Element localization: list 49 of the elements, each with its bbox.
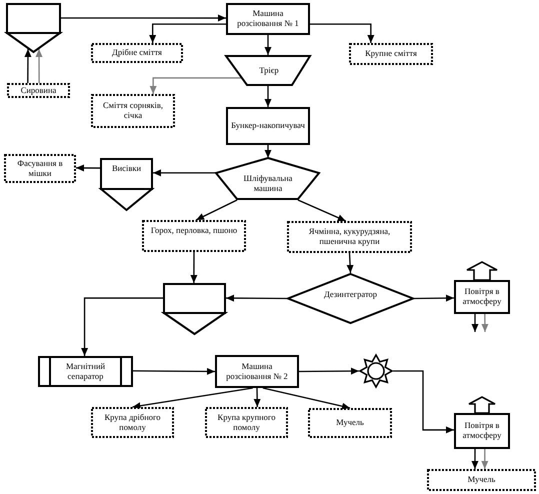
arrow [414,294,454,302]
block-label: Дезинтегратор [324,289,378,300]
arrow [299,368,359,375]
process-label: Повітря в атмосферу [462,286,502,306]
process-label: Повітря в атмосферу [462,420,502,440]
product-label: Дрібне сміття [112,47,162,58]
arrow [76,164,100,172]
arrow [149,23,226,43]
process-label: Магнітний сепаратор [66,360,106,380]
arrow [61,14,226,22]
product-label: Сировина [20,84,56,95]
product-label: Мучель [336,417,364,428]
product-label: Мучель [468,474,496,484]
arrow [196,199,238,221]
arrow [24,49,32,83]
arrow [190,252,198,283]
process-label: Машина розсіювання № 2 [226,360,288,380]
process-label: Бункер-накопичувач [231,120,305,130]
block-label: Висівки [112,163,142,174]
arrow [153,169,216,176]
arrow [264,35,272,55]
product-label: Крупне сміття [365,48,417,58]
arrow [481,314,488,332]
arrow [264,145,272,158]
arrow [81,297,163,356]
arrow [393,370,454,434]
arrow [471,449,478,469]
arrow [132,387,253,410]
arrow [298,199,346,222]
arrow [254,388,261,407]
arrow [36,49,43,83]
product-label: Крупа крупного помолу [218,412,276,432]
block-label: Трієр [259,64,279,75]
product-label: Горох, перловка, пшоно [150,225,238,236]
product-label: Фасування в мішки [17,158,63,178]
product-label: Ячмінна, кукурудзяна, пшенична крупи [308,226,390,246]
arrow [226,294,287,302]
arrow [481,449,488,469]
arrow [472,314,478,332]
arrow [264,85,272,107]
block-label: Шліфувальна машина [244,173,292,193]
process-label: Машина розсіювання № 1 [237,8,299,28]
arrow [133,368,215,375]
product-label: Сміття сорняків, січка [102,100,164,120]
arrow [150,77,242,94]
product-label: Крупа дрібного помолу [104,412,161,432]
arrow [310,23,374,43]
arrow [346,252,354,274]
arrow [262,387,350,410]
